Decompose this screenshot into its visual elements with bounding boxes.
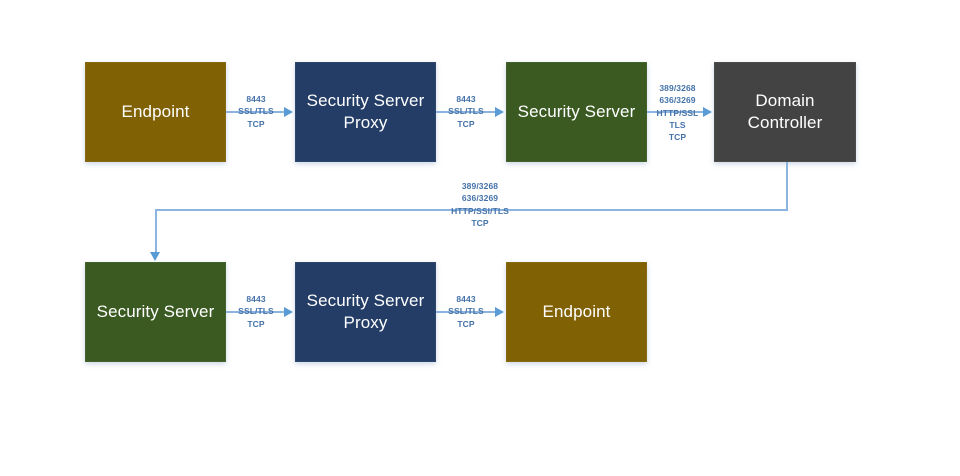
- connector-label-bottom-proxy-to-endpoint: 8443 SSL/TLS TCP: [448, 294, 484, 329]
- connector-label-endpoint-to-proxy: 8443 SSL/TLS TCP: [238, 94, 274, 129]
- node-label: Endpoint: [542, 301, 611, 321]
- connector-label-security-server-to-domain-controller: 389/3268 636/3269 HTTP/SSL TLS TCP: [656, 83, 699, 143]
- connector-label-bottom-security-server-to-proxy: 8443 SSL/TLS TCP: [238, 294, 274, 329]
- node-label: Domain Controller: [747, 90, 823, 132]
- node-label: Security Server: [96, 301, 215, 321]
- connector-security-server-to-domain-controller-arrowhead-icon: [703, 106, 712, 117]
- connector-proxy-to-security-server-arrowhead-icon: [495, 106, 504, 117]
- connector-bottom-security-server-to-proxy-line: [226, 311, 286, 313]
- connector-endpoint-to-proxy-line: [226, 111, 286, 113]
- node-label: Security Server Proxy: [306, 290, 425, 332]
- connector-return-vertical-right: [786, 162, 788, 210]
- connector-proxy-to-security-server-line: [436, 111, 496, 113]
- node-top-endpoint[interactable]: Endpoint: [85, 62, 226, 162]
- connector-bottom-proxy-to-endpoint-arrowhead-icon: [495, 306, 504, 317]
- node-label: Security Server: [517, 101, 636, 121]
- connector-return-vertical-left: [155, 209, 157, 254]
- connector-return-arrowhead-icon: [150, 252, 161, 261]
- node-domain-controller[interactable]: Domain Controller: [714, 62, 856, 162]
- node-top-security-server-proxy[interactable]: Security Server Proxy: [295, 62, 436, 162]
- node-bottom-security-server[interactable]: Security Server: [85, 262, 226, 362]
- connector-bottom-proxy-to-endpoint-line: [436, 311, 496, 313]
- node-bottom-endpoint[interactable]: Endpoint: [506, 262, 647, 362]
- connector-security-server-to-domain-controller-line: [647, 111, 705, 113]
- connector-endpoint-to-proxy-arrowhead-icon: [284, 106, 293, 117]
- node-bottom-security-server-proxy[interactable]: Security Server Proxy: [295, 262, 436, 362]
- connector-bottom-security-server-to-proxy-arrowhead-icon: [284, 306, 293, 317]
- node-top-security-server[interactable]: Security Server: [506, 62, 647, 162]
- connector-label-proxy-to-security-server: 8443 SSL/TLS TCP: [448, 94, 484, 129]
- connector-label-domain-controller-return: 389/3268 636/3269 HTTP/SSl/TLS TCP: [451, 181, 509, 228]
- node-label: Security Server Proxy: [306, 90, 425, 132]
- connector-return-horizontal: [155, 209, 788, 211]
- node-label: Endpoint: [121, 101, 190, 121]
